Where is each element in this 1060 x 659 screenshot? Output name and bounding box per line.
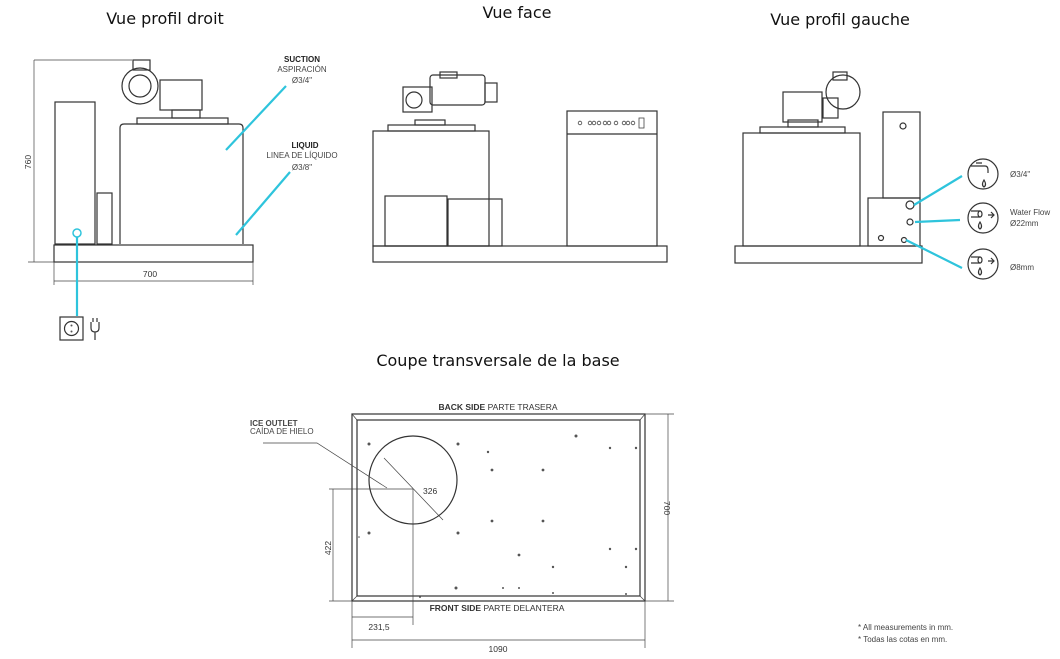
liquid-size: Ø3/8"	[292, 163, 312, 172]
right-profile-title: Vue profil droit	[106, 9, 224, 28]
height-dimension: 760	[23, 155, 33, 169]
front-view-title: Vue face	[482, 3, 551, 22]
width-dimension: 700	[143, 269, 157, 279]
liquid-label: LIQUID	[291, 141, 318, 150]
drain-pipe-icon	[967, 248, 999, 280]
base-section-title: Coupe transversale de la base	[376, 351, 619, 370]
water-tap-icon	[967, 158, 999, 190]
front-side-label: FRONT SIDE PARTE DELANTERA	[430, 603, 565, 613]
back-side-label: BACK SIDE PARTE TRASERA	[438, 402, 557, 412]
diameter-label: 326	[423, 486, 437, 496]
power-outlet-icon	[59, 316, 84, 341]
base-holes	[358, 434, 638, 598]
right-profile-view: Vue profil droit 760 700 SUCTION	[23, 9, 338, 341]
water-flow-pipe-icon	[967, 202, 999, 234]
ice-outlet-label: ICE OUTLET	[250, 419, 298, 428]
ice-outlet-label-es: CAÍDA DE HIELO	[250, 427, 314, 436]
front-view: Vue face	[372, 3, 668, 263]
suction-label: SUCTION	[284, 55, 320, 64]
base-section-view: Coupe transversale de la base BACK SIDE …	[250, 351, 674, 654]
left-profile-view: Vue profil gauche	[734, 10, 1050, 280]
outlet-y-dimension: 422	[323, 541, 333, 555]
outlet-x-dimension: 231,5	[368, 622, 390, 632]
water-flow-label: Water Flow	[1010, 208, 1050, 217]
drain-size-label: Ø8mm	[1010, 263, 1034, 272]
liquid-subtitle: LINEA DE LÍQUIDO	[266, 151, 337, 160]
tap-size-label: Ø3/4"	[1010, 170, 1030, 179]
width-dimension-1090: 1090	[489, 644, 508, 654]
note-english: * All measurements in mm.	[858, 623, 953, 632]
plug-icon	[90, 318, 100, 340]
suction-size: Ø3/4"	[292, 76, 312, 85]
depth-dimension: 700	[662, 501, 672, 515]
left-profile-title: Vue profil gauche	[770, 10, 910, 29]
note-spanish: * Todas las cotas en mm.	[858, 635, 947, 644]
water-flow-size: Ø22mm	[1010, 219, 1039, 228]
suction-subtitle: ASPIRACIÓN	[277, 65, 327, 74]
